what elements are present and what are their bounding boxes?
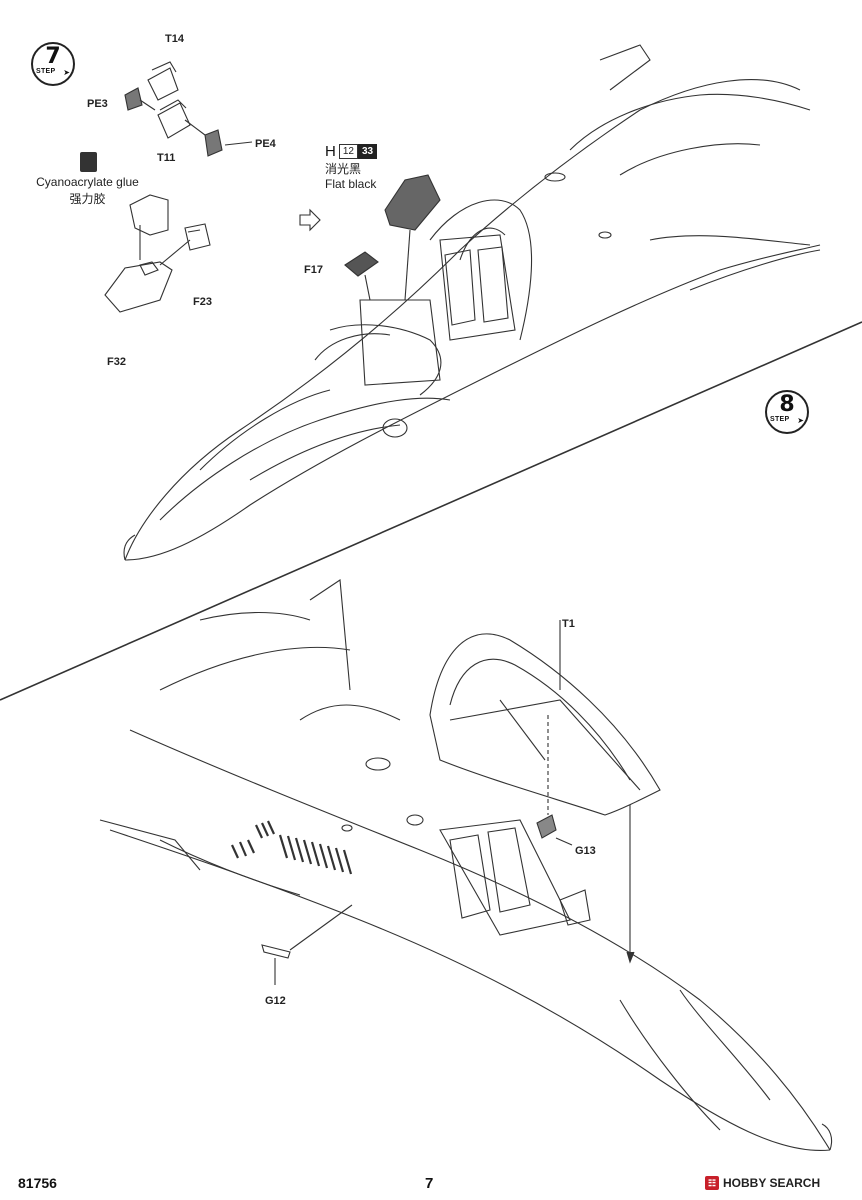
paint-letter: H [325, 143, 336, 160]
glue-label-en: Cyanoacrylate glue [36, 175, 139, 189]
part-label-T1: T1 [562, 618, 575, 630]
step-8-number: 8 [779, 392, 795, 417]
part-headrest-shape [384, 174, 441, 231]
part-F23-shape [184, 223, 211, 251]
step-divider-line [0, 321, 862, 701]
part-label-PE3: PE3 [87, 98, 108, 110]
watermark: ☷ HOBBY SEARCH [705, 1176, 820, 1190]
glue-bottle-icon [80, 152, 97, 172]
part-PE4-shape [204, 129, 223, 157]
product-code: 81756 [18, 1175, 57, 1191]
part-G13-shape [536, 814, 557, 839]
paint-name-cn: 消光黑 [325, 162, 362, 176]
step-8-arrow-icon: ➤ [797, 416, 804, 425]
paint-reference: H 12 33 [325, 143, 378, 160]
paint-name-en: Flat black [325, 177, 377, 191]
part-F17-shape [344, 251, 379, 277]
part-label-F17: F17 [304, 264, 323, 276]
step-8-word: STEP [770, 416, 790, 423]
step-7-arrow-icon: ➤ [63, 68, 70, 77]
hobby-search-logo-icon: ☷ [705, 1176, 719, 1190]
part-G12-shape [261, 944, 291, 959]
step-7-number: 7 [45, 44, 61, 69]
watermark-text: HOBBY SEARCH [723, 1176, 821, 1190]
part-label-F32: F32 [107, 356, 126, 368]
step-7-badge: 7 STEP ➤ [31, 42, 75, 86]
aircraft-fuselage-step7 [123, 44, 821, 561]
part-T1-canopy-shape [429, 633, 661, 816]
paint-code-2: 33 [357, 144, 378, 159]
part-label-F23: F23 [193, 296, 212, 308]
part-label-T11: T11 [157, 152, 176, 164]
part-T14-shape [147, 61, 179, 101]
step-7-word: STEP [36, 68, 56, 75]
paint-code-1: 12 [338, 144, 358, 159]
part-label-G13: G13 [575, 845, 596, 857]
glue-label-cn: 强力胶 [69, 192, 106, 206]
aircraft-fuselage-step8 [99, 579, 833, 1152]
part-label-T14: T14 [165, 33, 184, 45]
part-label-PE4: PE4 [255, 138, 276, 150]
step-8-badge: 8 STEP ➤ [765, 390, 809, 434]
part-F32-shape [104, 261, 173, 313]
part-T11-shape [157, 99, 191, 139]
part-PE3-shape [124, 87, 143, 111]
page-number: 7 [425, 1175, 434, 1192]
part-hood-shape [129, 194, 169, 236]
part-label-G12: G12 [265, 995, 286, 1007]
